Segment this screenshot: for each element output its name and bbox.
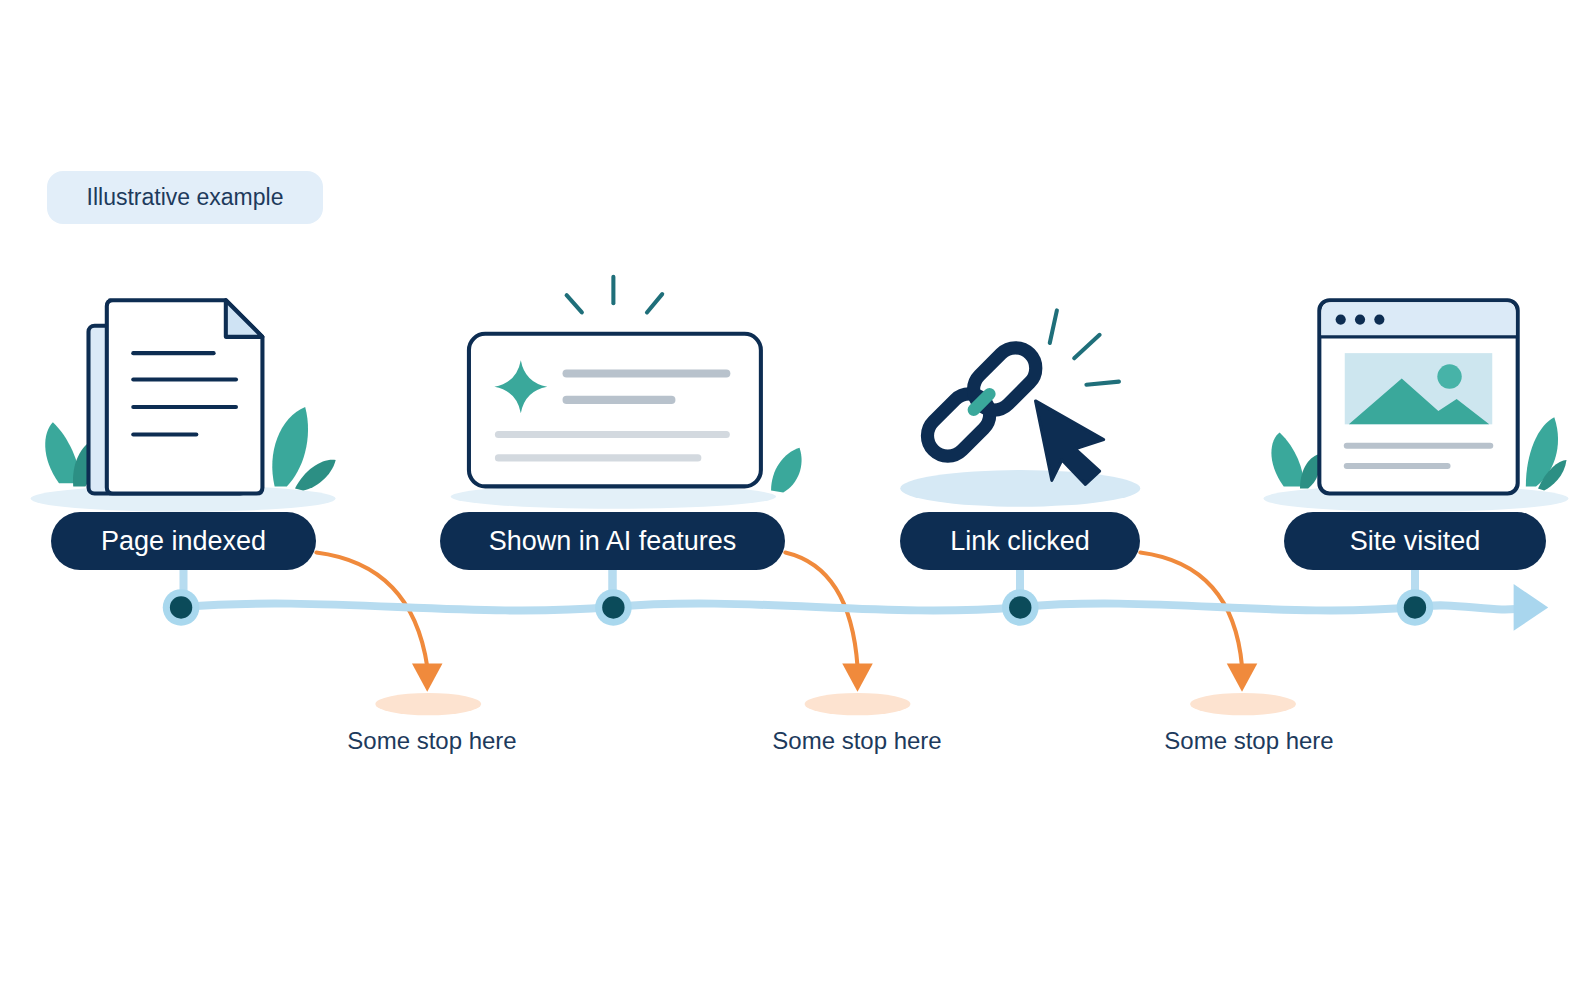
- front-page: [107, 300, 263, 493]
- page-fold: [226, 300, 263, 337]
- drop-off-note: Some stop here: [347, 727, 516, 755]
- sparkle-rays: [567, 277, 663, 313]
- sun: [1437, 364, 1461, 388]
- drop-shadow: [375, 693, 1296, 715]
- node-text: Link clicked: [950, 526, 1090, 557]
- chain-link: [919, 339, 1044, 464]
- stage-pill: Site visited: [1284, 512, 1546, 570]
- stage-pill: Link clicked: [900, 512, 1140, 570]
- browser-bar-line: [1319, 335, 1517, 338]
- drop-off-note: Some stop here: [1164, 727, 1333, 755]
- leaf: [1271, 432, 1304, 486]
- node-text: Site visited: [1350, 526, 1481, 557]
- drop-off-arrowhead: [412, 663, 1257, 691]
- timeline-dot: [163, 589, 1434, 626]
- drop-off-note: Some stop here: [772, 727, 941, 755]
- timeline-connector: [1020, 570, 1415, 610]
- timeline-arrowhead: [1514, 584, 1549, 631]
- leaf: [771, 448, 802, 493]
- sparkle: [494, 360, 547, 413]
- timeline-connector: [184, 570, 613, 610]
- image-frame: [1345, 353, 1492, 424]
- card-lines: [498, 435, 726, 458]
- ai-card: [469, 334, 761, 487]
- node-text: Page indexed: [101, 526, 266, 557]
- leaf: [272, 407, 308, 486]
- leaf: [1538, 460, 1566, 491]
- node-text: Illustrative example: [87, 184, 284, 211]
- click-rays: [1050, 310, 1119, 384]
- text-lines: [133, 353, 236, 434]
- page-lines: [1347, 446, 1490, 466]
- card-lines: [567, 373, 727, 399]
- node-text: Shown in AI features: [489, 526, 737, 557]
- stage-pill: Page indexed: [51, 512, 316, 570]
- stage-pill: Shown in AI features: [440, 512, 785, 570]
- browser-window: [1319, 300, 1517, 493]
- cursor: [1036, 401, 1104, 484]
- mountains: [1349, 379, 1489, 425]
- example-badge: Illustrative example: [47, 171, 323, 224]
- browser-bar: [1321, 302, 1515, 336]
- browser-dots: [1336, 314, 1385, 324]
- leaf: [295, 460, 336, 491]
- timeline-connector: [613, 570, 1021, 610]
- ground-shadow: [900, 470, 1140, 507]
